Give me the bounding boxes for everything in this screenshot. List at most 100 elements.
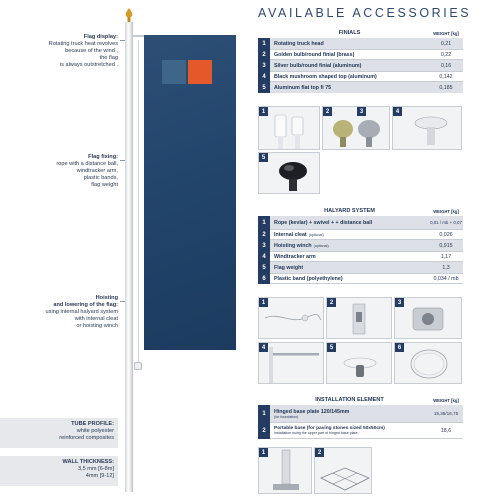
annotation-line: rope with a distance ball, xyxy=(56,161,118,167)
annotation-heading: Flag display: xyxy=(83,34,118,40)
row-label-text: Internal cleat xyxy=(274,231,307,238)
halyard-photo-3: 3 xyxy=(394,297,462,339)
plastic-band-icon xyxy=(410,349,448,379)
weight-header: WEIGHT [kg] xyxy=(433,397,459,403)
table-title: INSTALLATION ELEMENT xyxy=(315,397,384,403)
row-label: Aluminum flat top fi 75 xyxy=(270,82,429,93)
windtracker-arm-icon xyxy=(269,347,319,383)
row-weight: 15,35/16,75 xyxy=(429,405,463,422)
flat-top-icon xyxy=(279,162,307,191)
row-number: 5 xyxy=(258,82,270,93)
installation-photo-1: 1 xyxy=(258,447,312,494)
row-note: (for foundation) xyxy=(274,414,299,419)
row-label: Windtracker arm xyxy=(270,251,429,262)
annotation-line: Rotating truck heat revolves xyxy=(48,41,118,47)
row-label: Internal cleat(optional) xyxy=(270,229,429,240)
row-number: 5 xyxy=(258,262,270,273)
row-weight: 0,22 xyxy=(429,49,463,60)
row-note: (optional) xyxy=(313,243,329,248)
annotation-flag-fixing: Flag fixing: rope with a distance ball, … xyxy=(0,154,118,189)
annotation-line: windtracker arm, xyxy=(76,168,118,174)
panel-number: 6 xyxy=(395,343,404,352)
finials-table: FINIALS WEIGHT [kg] 1 Rotating truck hea… xyxy=(258,28,463,93)
row-number: 2 xyxy=(258,229,270,240)
panel-number: 5 xyxy=(327,343,336,352)
table-row: 1 Rotating truck head 0,21 xyxy=(258,38,463,49)
weight-header: WEIGHT [kg] xyxy=(433,208,459,214)
row-number: 4 xyxy=(258,71,270,82)
row-weight: 1,3 xyxy=(429,262,463,273)
finial-icon xyxy=(125,8,133,22)
annotation-line: using internal halyard system xyxy=(45,309,118,315)
panel-number: 3 xyxy=(395,298,404,307)
row-label-text: Hoisting winch xyxy=(274,242,312,249)
panel-number: 2 xyxy=(323,107,332,116)
leader-line xyxy=(120,301,126,302)
row-label: Black mushroom shaped top (aluminum) xyxy=(270,71,429,82)
halyard-photo-5: 5 xyxy=(326,342,392,384)
row-note: Installation using the upper part of hin… xyxy=(274,431,359,435)
halyard-photo-4: 4 xyxy=(258,342,324,384)
hinged-base-plate-icon xyxy=(273,449,299,490)
table-row: 4 Black mushroom shaped top (aluminum) 0… xyxy=(258,71,463,82)
row-weight: 0,915 xyxy=(429,240,463,251)
panel-number: 1 xyxy=(259,298,268,307)
panel-number: 2 xyxy=(315,448,324,457)
row-number: 3 xyxy=(258,240,270,251)
rope-icon xyxy=(264,314,322,322)
halyard-table: HALYARD SYSTEM WEIGHT [kg] 1 Rope (kevla… xyxy=(258,206,463,284)
flag-weight-icon xyxy=(343,357,377,377)
panel-number: 1 xyxy=(259,448,268,457)
tube-profile-heading: TUBE PROFILE: xyxy=(71,421,114,427)
halyard-photo-1: 1 xyxy=(258,297,324,339)
table-header: FINIALS WEIGHT [kg] xyxy=(258,28,463,38)
leader-line xyxy=(120,40,126,41)
table-row: 2 Internal cleat(optional) 0,026 xyxy=(258,229,463,240)
table-header: HALYARD SYSTEM WEIGHT [kg] xyxy=(258,206,463,216)
halyard-rope xyxy=(138,40,139,370)
finial-photo-2-3: 2 3 xyxy=(322,106,390,150)
annotation-line: is always outstretched . xyxy=(59,62,118,68)
table-row: 3 Silver bulb/round finial (aluminum) 0,… xyxy=(258,60,463,71)
mushroom-top-icon xyxy=(414,116,448,145)
annotation-line: the flag xyxy=(99,55,118,61)
row-weight: 1,17 xyxy=(429,251,463,262)
table-row: 1 Rope (kevlar) + swivel + + distance ba… xyxy=(258,216,463,229)
installation-photo-2: 2 xyxy=(314,447,372,494)
annotation-line: flag weight xyxy=(91,182,118,188)
row-label: Hoisting winch(optional) xyxy=(270,240,429,251)
row-label: Portable base (for paving stones sized 5… xyxy=(270,422,429,439)
row-number: 2 xyxy=(258,49,270,60)
internal-cleat-icon xyxy=(352,303,366,335)
finial-photo-5: 5 xyxy=(258,152,320,194)
tube-profile-line: reinforced composites xyxy=(59,435,114,441)
installation-table: INSTALLATION ELEMENT WEIGHT [kg] 1 Hinge… xyxy=(258,395,463,439)
panel-number: 3 xyxy=(357,107,366,116)
finial-photo-4: 4 xyxy=(392,106,462,150)
table-row: 1 Hinged base plate 120/145mm (for found… xyxy=(258,405,463,422)
row-number: 6 xyxy=(258,273,270,284)
table-title: HALYARD SYSTEM xyxy=(324,208,375,214)
table-title: FINIALS xyxy=(338,30,361,36)
row-weight: 0,21 xyxy=(429,38,463,49)
panel-number: 2 xyxy=(327,298,336,307)
flag-square-blue xyxy=(162,60,186,84)
row-weight: 0,026 xyxy=(429,229,463,240)
row-label: Rope (kevlar) + swivel + + distance ball xyxy=(270,216,429,229)
table-row: 5 Aluminum flat top fi 75 0,185 xyxy=(258,82,463,93)
annotation-hoisting: Hoisting and lowering of the flag: using… xyxy=(0,295,118,330)
row-label-text: Portable base (for paving stones sized 5… xyxy=(274,426,385,431)
row-label-text: Hinged base plate 120/145mm xyxy=(274,408,350,415)
wall-thickness-box: WALL THICKNESS: 3,5 mm [6-8m] 4mm [9-12] xyxy=(0,456,118,486)
panel-number: 5 xyxy=(259,153,268,162)
row-number: 2 xyxy=(258,422,270,439)
halyard-photo-2: 2 xyxy=(326,297,392,339)
row-weight: 18,6 xyxy=(429,422,463,439)
row-weight: 0,142 xyxy=(429,71,463,82)
row-label: Plastic band (polyethylene) xyxy=(270,273,429,284)
page-title: AVAILABLE ACCESSORIES xyxy=(258,6,472,20)
row-weight: 0,16 xyxy=(429,60,463,71)
row-label: Rotating truck head xyxy=(270,38,429,49)
annotation-flag-display: Flag display: Rotating truck heat revolv… xyxy=(0,34,118,69)
row-number: 4 xyxy=(258,251,270,262)
